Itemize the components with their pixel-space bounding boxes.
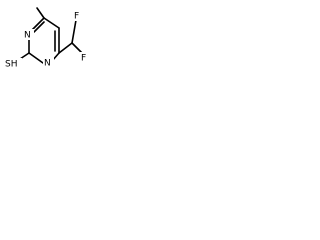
ring-bond-c4-n3-double-inner: [33, 21, 45, 33]
ring-bond-c4-n3-double-outer: [30, 17, 45, 32]
sh-label-background: [4, 58, 22, 70]
thiol-label: SH: [5, 60, 17, 70]
f-lower-label-background: [80, 52, 90, 63]
fluorine-upper-label: F: [74, 12, 79, 22]
f-upper-label-background: [73, 10, 83, 21]
ring-bond-c4-c5: [43, 17, 60, 29]
ring-bond-c2-n1: [28, 52, 44, 64]
fluorine-lower-label: F: [81, 54, 86, 64]
n-top-label-background: [23, 29, 34, 40]
nitrogen-top-label: N: [24, 31, 31, 41]
n-bottom-label-background: [43, 57, 54, 68]
methyl-bond: [36, 7, 45, 19]
nitrogen-bottom-label: N: [44, 59, 51, 69]
f-upper-bond: [71, 19, 77, 44]
cf2-bond: [58, 42, 73, 54]
molecule-structure: N N F F SH: [4, 7, 90, 70]
